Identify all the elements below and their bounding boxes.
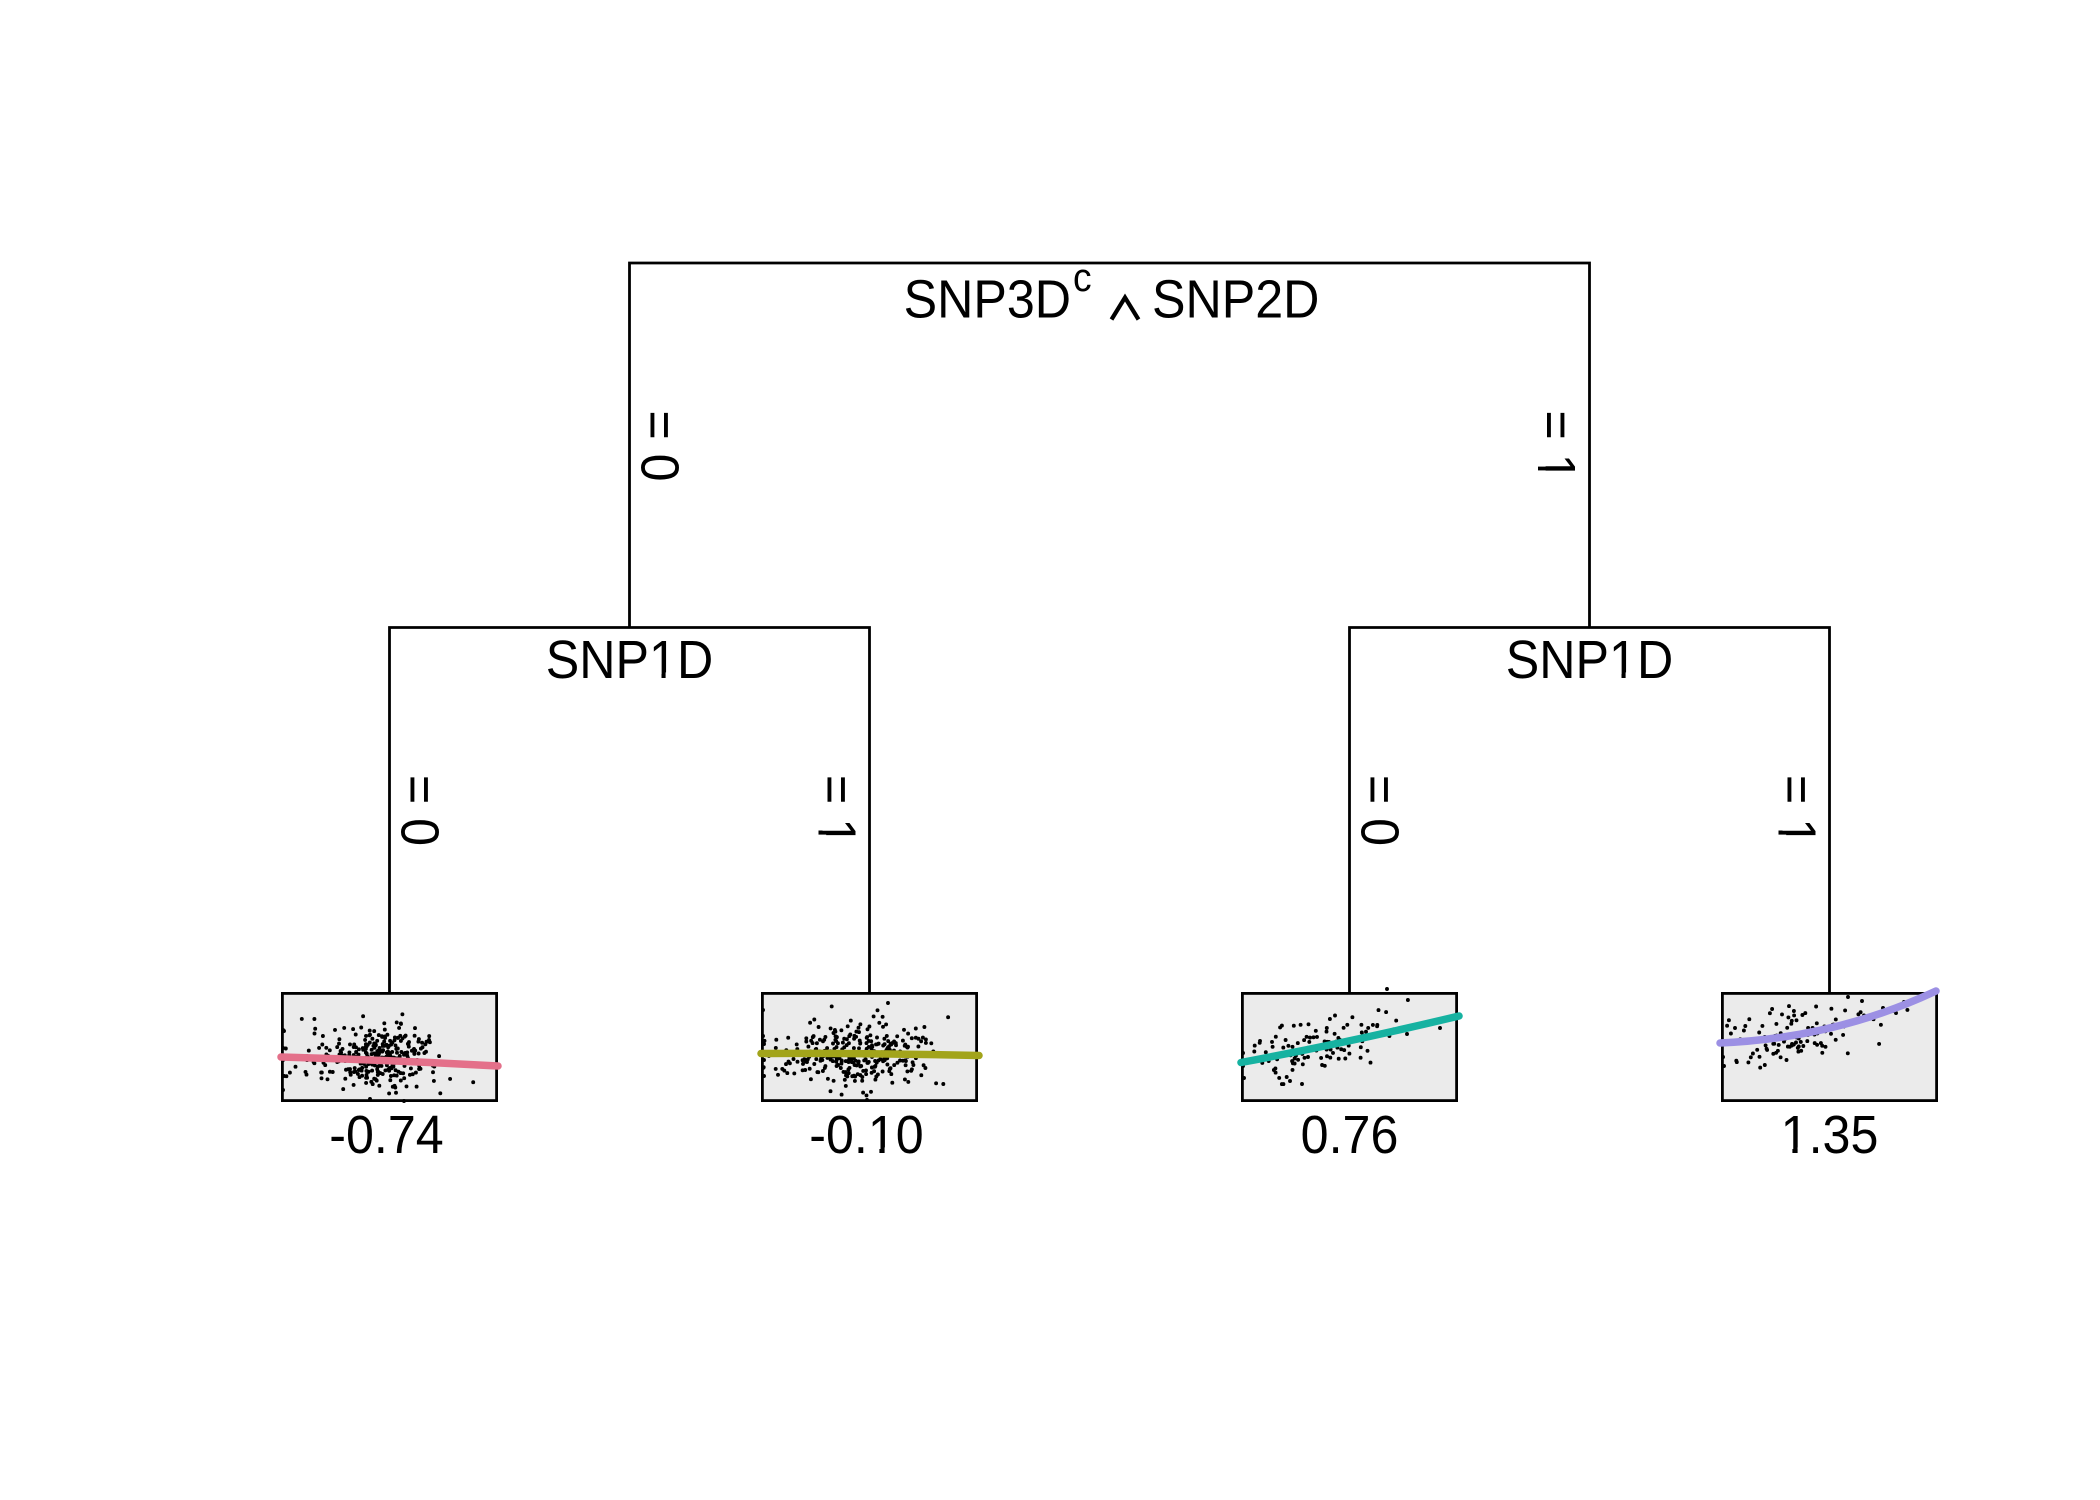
svg-text:= 0: = 0	[389, 775, 449, 846]
svg-text:SNP2D: SNP2D	[1152, 270, 1319, 330]
svg-text:= 0: = 0	[629, 410, 689, 481]
svg-text:1.35: 1.35	[1781, 1105, 1879, 1165]
svg-text:= 1: = 1	[1766, 775, 1826, 846]
svg-text:-0.74: -0.74	[329, 1105, 443, 1165]
svg-text:= 1: = 1	[806, 775, 866, 846]
svg-text:c: c	[1073, 256, 1092, 301]
svg-text:= 0: = 0	[1349, 775, 1409, 846]
svg-text:0.76: 0.76	[1301, 1105, 1399, 1165]
svg-text:= 1: = 1	[1526, 410, 1586, 481]
svg-text:SNP1D: SNP1D	[1506, 630, 1673, 690]
svg-text:SNP3D: SNP3D	[904, 270, 1071, 330]
svg-text:-0.10: -0.10	[809, 1105, 923, 1165]
svg-text:SNP1D: SNP1D	[546, 630, 713, 690]
